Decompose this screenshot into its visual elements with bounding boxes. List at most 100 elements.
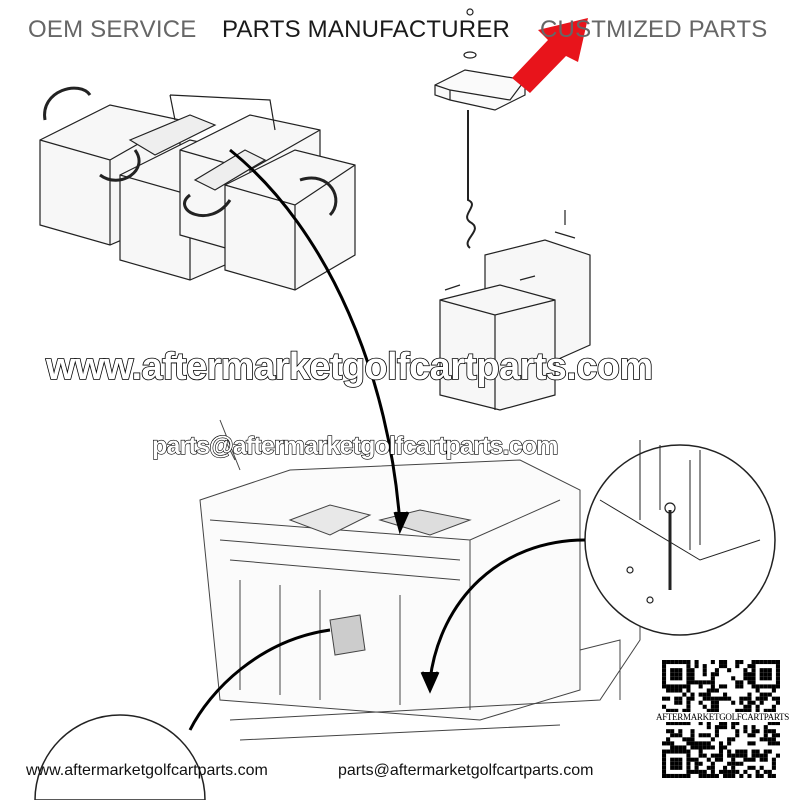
qr-module [690,692,695,697]
qr-module [690,737,695,742]
qr-module [771,729,776,734]
qr-module [759,668,764,673]
qr-module [767,672,772,677]
qr-module [710,704,715,709]
qr-module [710,761,715,766]
qr-module [759,672,764,677]
qr-module [674,745,679,750]
qr-module [775,696,780,701]
qr-module [706,680,711,685]
qr-module [718,696,724,701]
qr-module [718,753,724,758]
qr-module [743,757,748,762]
qr-module [694,761,699,766]
qr-module [731,769,736,774]
qr-module [670,672,675,677]
qr-module [767,692,772,697]
qr-module [686,676,691,681]
qr-module [698,745,703,750]
qr-module [751,668,756,673]
qr-module [678,684,683,689]
qr-module [662,664,667,669]
qr-module [670,745,675,750]
qr-module [739,708,744,713]
qr-module [678,700,683,705]
qr-module [690,680,695,685]
qr-module [706,721,711,726]
qr-module [714,688,719,693]
qr-module [690,672,695,677]
qr-module [775,668,780,673]
qr-module [759,684,764,689]
qr-module [714,708,719,713]
qr-module [775,721,780,726]
qr-module [674,688,679,693]
qr-module [763,725,768,730]
qr-module [751,749,756,754]
qr-module [759,676,764,681]
golf-cart-frame-illustration [199,419,641,741]
qr-module [686,672,691,677]
qr-module [682,708,687,713]
footer-website: www.aftermarketgolfcartparts.com [26,762,268,779]
qr-module [767,749,772,754]
qr-module [670,676,675,681]
qr-module [670,741,675,746]
qr-module [755,660,760,665]
qr-module [662,741,667,746]
callout-arrows [188,148,586,731]
qr-module [682,773,687,778]
qr-module [723,721,728,726]
qr-module [686,704,691,709]
qr-module [678,668,683,673]
qr-module [674,668,679,673]
qr-module [751,765,756,770]
qr-module [710,676,715,681]
qr-module [718,725,724,730]
qr-module [662,769,667,774]
qr-module [670,757,675,762]
qr-module [751,729,756,734]
qr-module [731,737,736,742]
qr-module [662,696,667,701]
qr-module [771,704,776,709]
qr-module [666,708,671,713]
qr-module [674,684,679,689]
qr-module [674,765,679,770]
qr-module [727,769,732,774]
qr-module [694,664,699,669]
qr-module [678,733,683,738]
qr-module [662,749,667,754]
qr-module [759,692,764,697]
qr-module [706,692,711,697]
qr-module [710,696,715,701]
qr-module [747,692,752,697]
qr-module [767,660,772,665]
qr-module [743,676,748,681]
qr-module [767,676,772,681]
qr-module [682,749,687,754]
qr-module [718,749,724,754]
qr-module [666,737,671,742]
qr-module [731,773,736,778]
qr-module [731,757,736,762]
qr-module [686,660,691,665]
red-arrow-icon [512,18,588,93]
qr-module [747,672,752,677]
qr-module [662,704,667,709]
qr-module [662,668,667,673]
qr-module [714,757,719,762]
qr-module [666,749,671,754]
qr-module [714,725,719,730]
qr-module [678,672,683,677]
qr-module [747,704,752,709]
qr-module [698,721,703,726]
qr-module [678,721,683,726]
qr-module [706,696,711,701]
qr-module [735,733,740,738]
qr-module [755,729,760,734]
qr-module [686,753,691,758]
qr-module [767,769,772,774]
qr-module [743,769,748,774]
qr-module [702,745,707,750]
